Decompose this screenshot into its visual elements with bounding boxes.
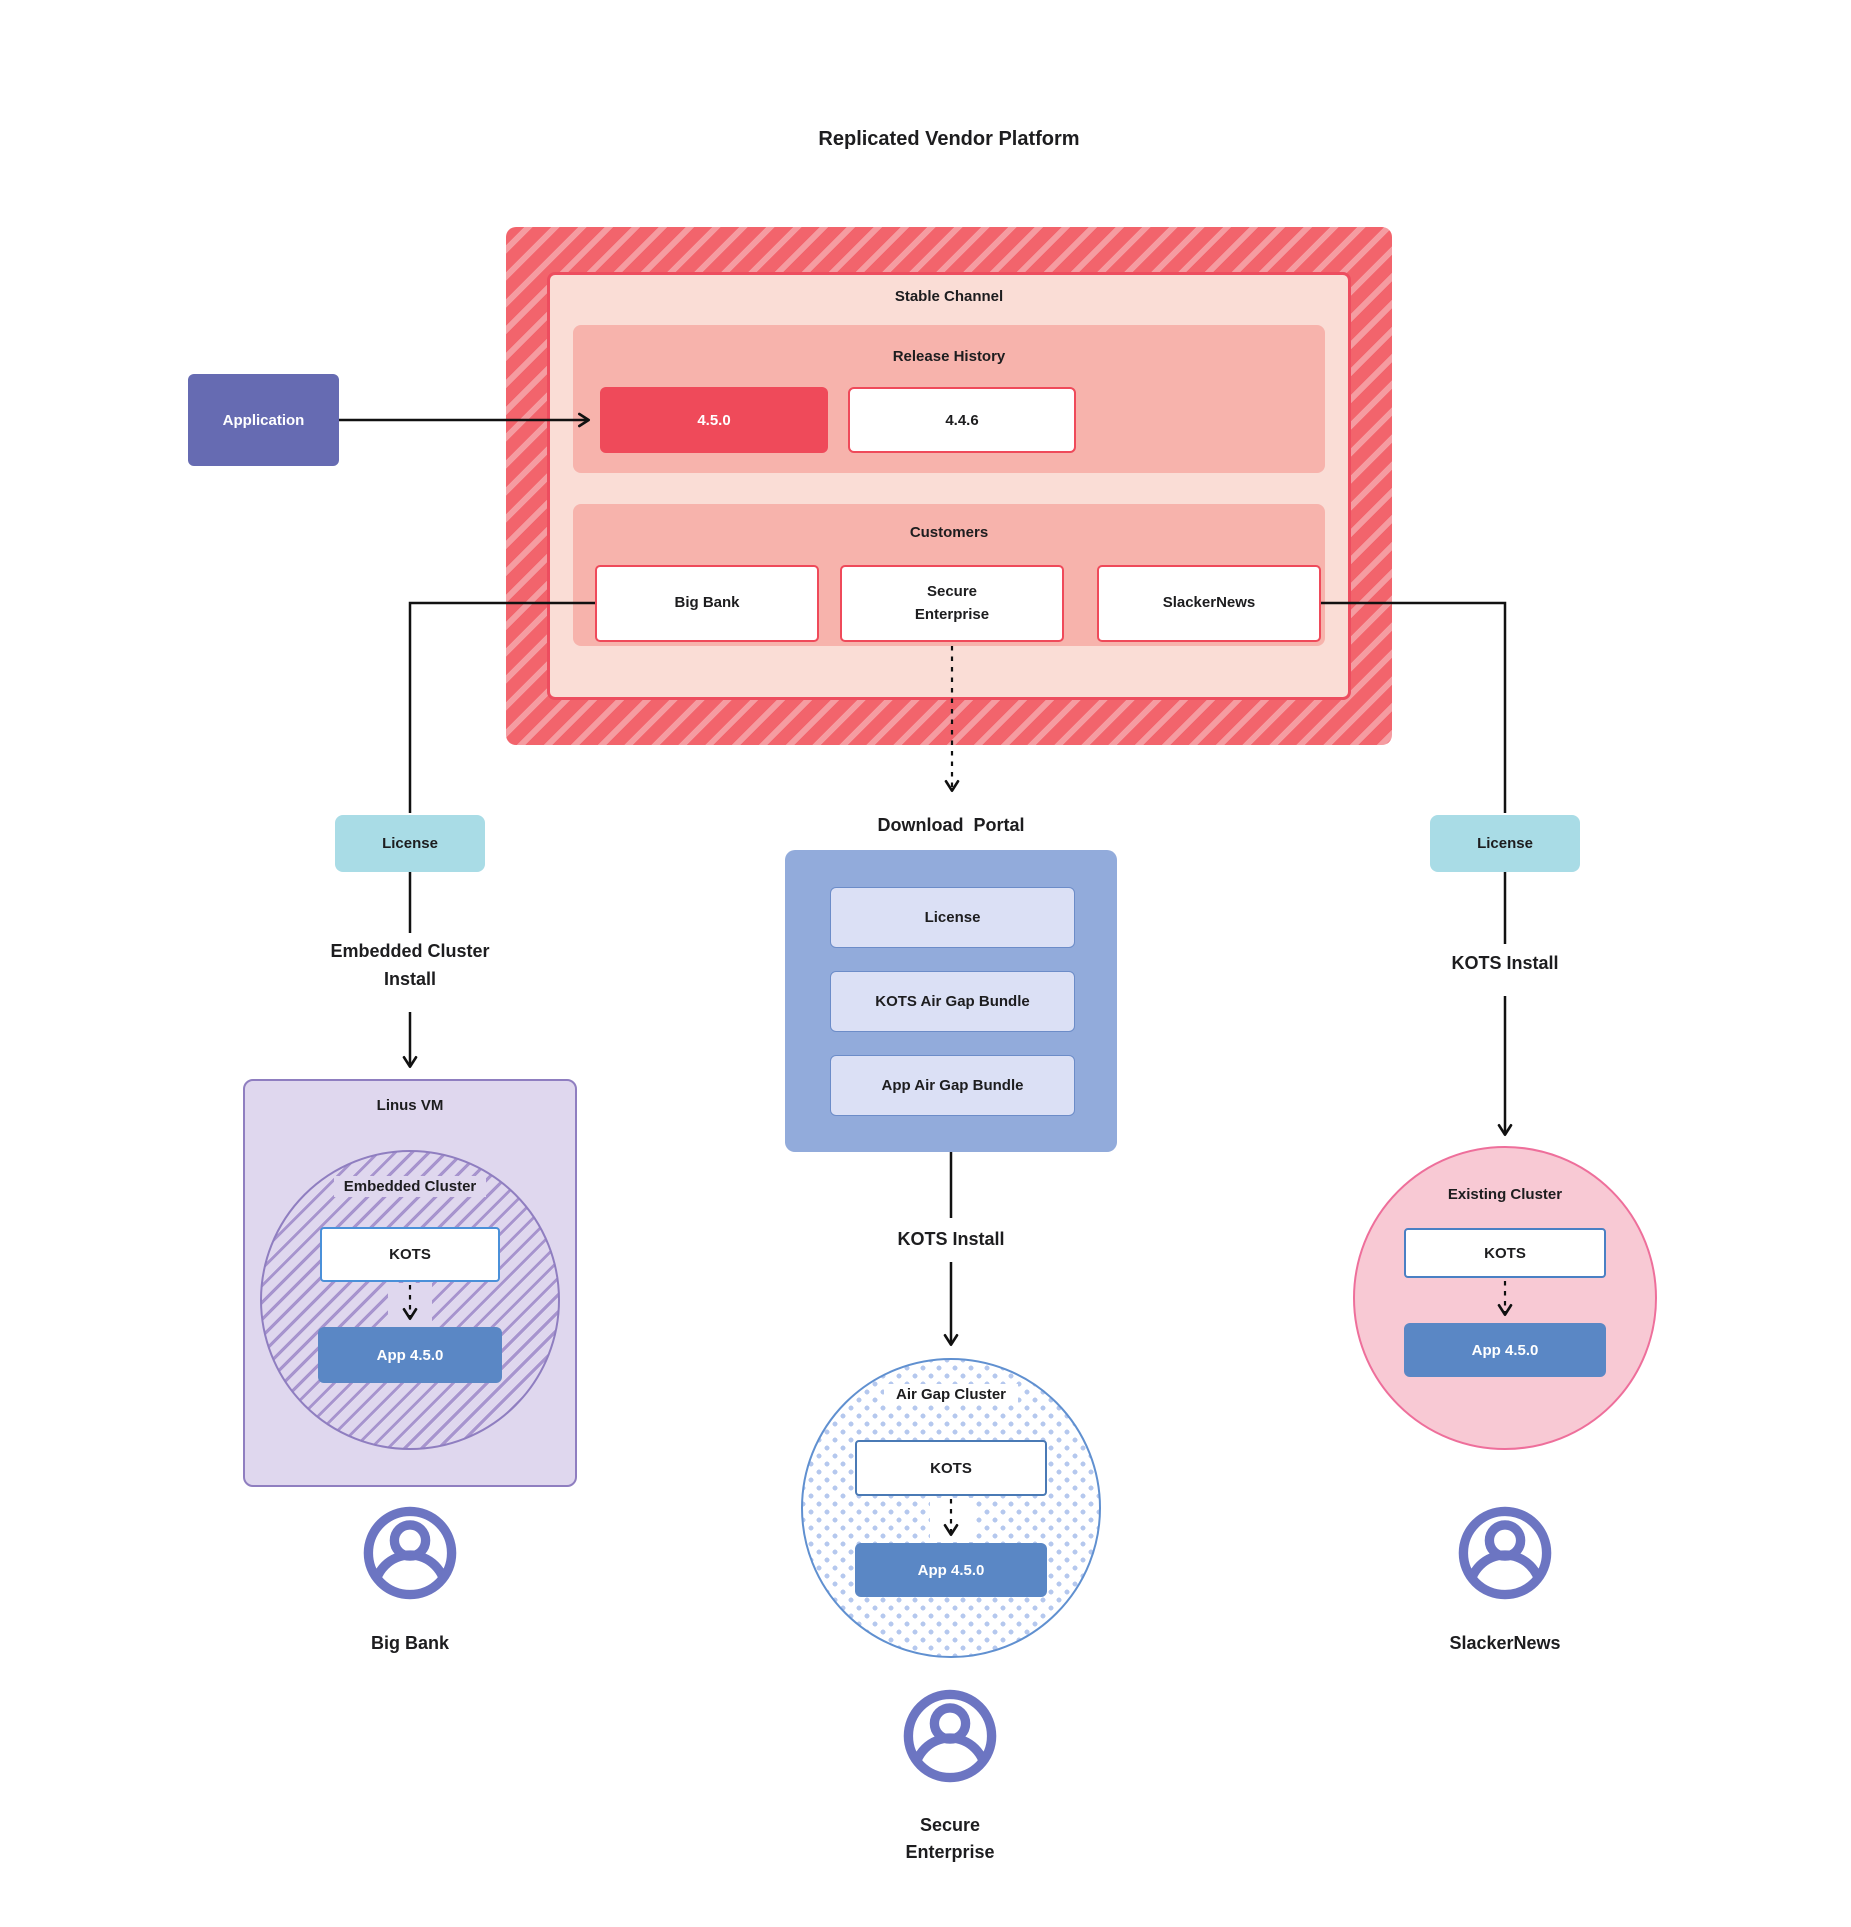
portal-license-box: License: [830, 887, 1075, 948]
customer-big-bank: Big Bank: [595, 565, 819, 642]
embedded-cluster-label: Embedded Cluster: [333, 1176, 487, 1197]
download-portal-label: Download Portal: [877, 815, 1025, 835]
big-bank-icon-label: Big Bank: [370, 1633, 449, 1653]
app-box-middle: App 4.5.0: [855, 1543, 1047, 1597]
slackernews-user-icon: [1453, 1501, 1557, 1605]
embedded-cluster-install-label: Embedded Cluster Install: [330, 941, 490, 989]
kots-install-label-middle: KOTS Install: [897, 1229, 1005, 1249]
arrow-backdrop: [388, 1283, 432, 1329]
page-title: Replicated Vendor Platform: [818, 128, 1080, 150]
air-gap-cluster-label: Air Gap Cluster: [883, 1384, 1019, 1405]
portal-kots-bundle-box: KOTS Air Gap Bundle: [830, 971, 1075, 1032]
kots-install-label-right: KOTS Install: [1451, 953, 1559, 973]
application-box: Application: [188, 374, 339, 466]
portal-app-bundle-box: App Air Gap Bundle: [830, 1055, 1075, 1116]
arrow-backdrop: [930, 1498, 974, 1542]
app-box-left: App 4.5.0: [318, 1327, 502, 1383]
stable-channel-label: Stable Channel: [894, 288, 1004, 305]
kots-box-left: KOTS: [320, 1227, 500, 1282]
kots-box-middle: KOTS: [855, 1440, 1047, 1496]
customer-slackernews: SlackerNews: [1097, 565, 1321, 642]
customer-secure-enterprise: Secure Enterprise: [840, 565, 1064, 642]
app-box-right: App 4.5.0: [1404, 1323, 1606, 1377]
secure-enterprise-user-icon: [898, 1684, 1002, 1788]
license-left-box: License: [335, 815, 485, 872]
air-gap-label-wrap: Air Gap Cluster: [801, 1384, 1101, 1405]
existing-cluster-label: Existing Cluster: [1447, 1186, 1563, 1203]
release-4-5-0: 4.5.0: [600, 387, 828, 453]
license-right-box: License: [1430, 815, 1580, 872]
slackernews-icon-label: SlackerNews: [1449, 1633, 1561, 1653]
release-4-4-6: 4.4.6: [848, 387, 1076, 453]
linus-vm-label: Linus VM: [376, 1097, 444, 1114]
kots-box-right: KOTS: [1404, 1228, 1606, 1278]
release-history-label: Release History: [892, 348, 1006, 365]
big-bank-user-icon: [358, 1501, 462, 1605]
embedded-cluster-label-wrap: Embedded Cluster: [260, 1176, 560, 1197]
customers-label: Customers: [909, 524, 989, 541]
secure-enterprise-icon-label: Secure Enterprise: [905, 1815, 995, 1862]
